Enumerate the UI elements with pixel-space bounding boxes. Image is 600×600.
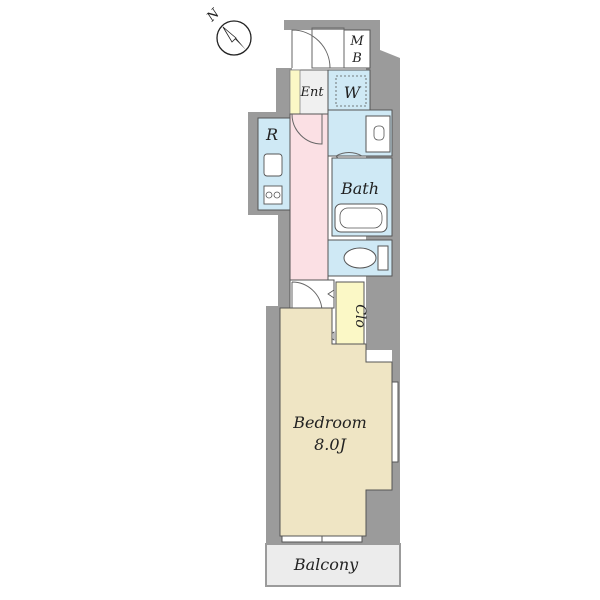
bedroom-label: Bedroom [292, 413, 367, 432]
bathtub [334, 203, 388, 233]
kitchen-sink [263, 153, 283, 177]
burner-icon [265, 191, 273, 199]
mb-space [343, 29, 371, 69]
compass-north-label: N [204, 6, 224, 26]
wall-corridor-left [278, 210, 290, 310]
toilet-tank [377, 245, 389, 271]
washbasin [365, 115, 391, 153]
kitchen-label: R [265, 125, 278, 144]
side-window [391, 381, 399, 463]
ent-label: Ent [299, 85, 324, 100]
closet-door-marker [327, 289, 335, 299]
entry-door-panel [311, 27, 345, 69]
balcony-space [265, 543, 401, 587]
closet-label: Clo [352, 304, 368, 328]
mb-label-line2: B [351, 51, 362, 66]
compass: N [204, 6, 252, 56]
bathtub-inner [339, 207, 383, 229]
basin-bowl [373, 125, 385, 141]
stove [263, 185, 283, 205]
entry-door-swing [291, 29, 331, 69]
wall-top [284, 20, 378, 30]
balcony-label: Balcony [293, 555, 359, 574]
burner-icon [273, 191, 281, 199]
bath-label: Bath [340, 179, 379, 198]
closet-space [335, 281, 365, 345]
shoe-cabinet [289, 69, 301, 115]
mb-label-line1: M [349, 34, 364, 49]
bedroom-size: 8.0J [314, 435, 347, 454]
compass-arrow-half [222, 26, 237, 43]
bedroom-door-swing [291, 281, 323, 311]
washing-machine-area [335, 75, 367, 107]
w-label: W [344, 83, 362, 102]
corridor-door-swing [291, 113, 323, 145]
wall-entry-left [276, 68, 292, 114]
toilet-bowl [343, 247, 377, 269]
wall-mb-right [370, 20, 380, 70]
